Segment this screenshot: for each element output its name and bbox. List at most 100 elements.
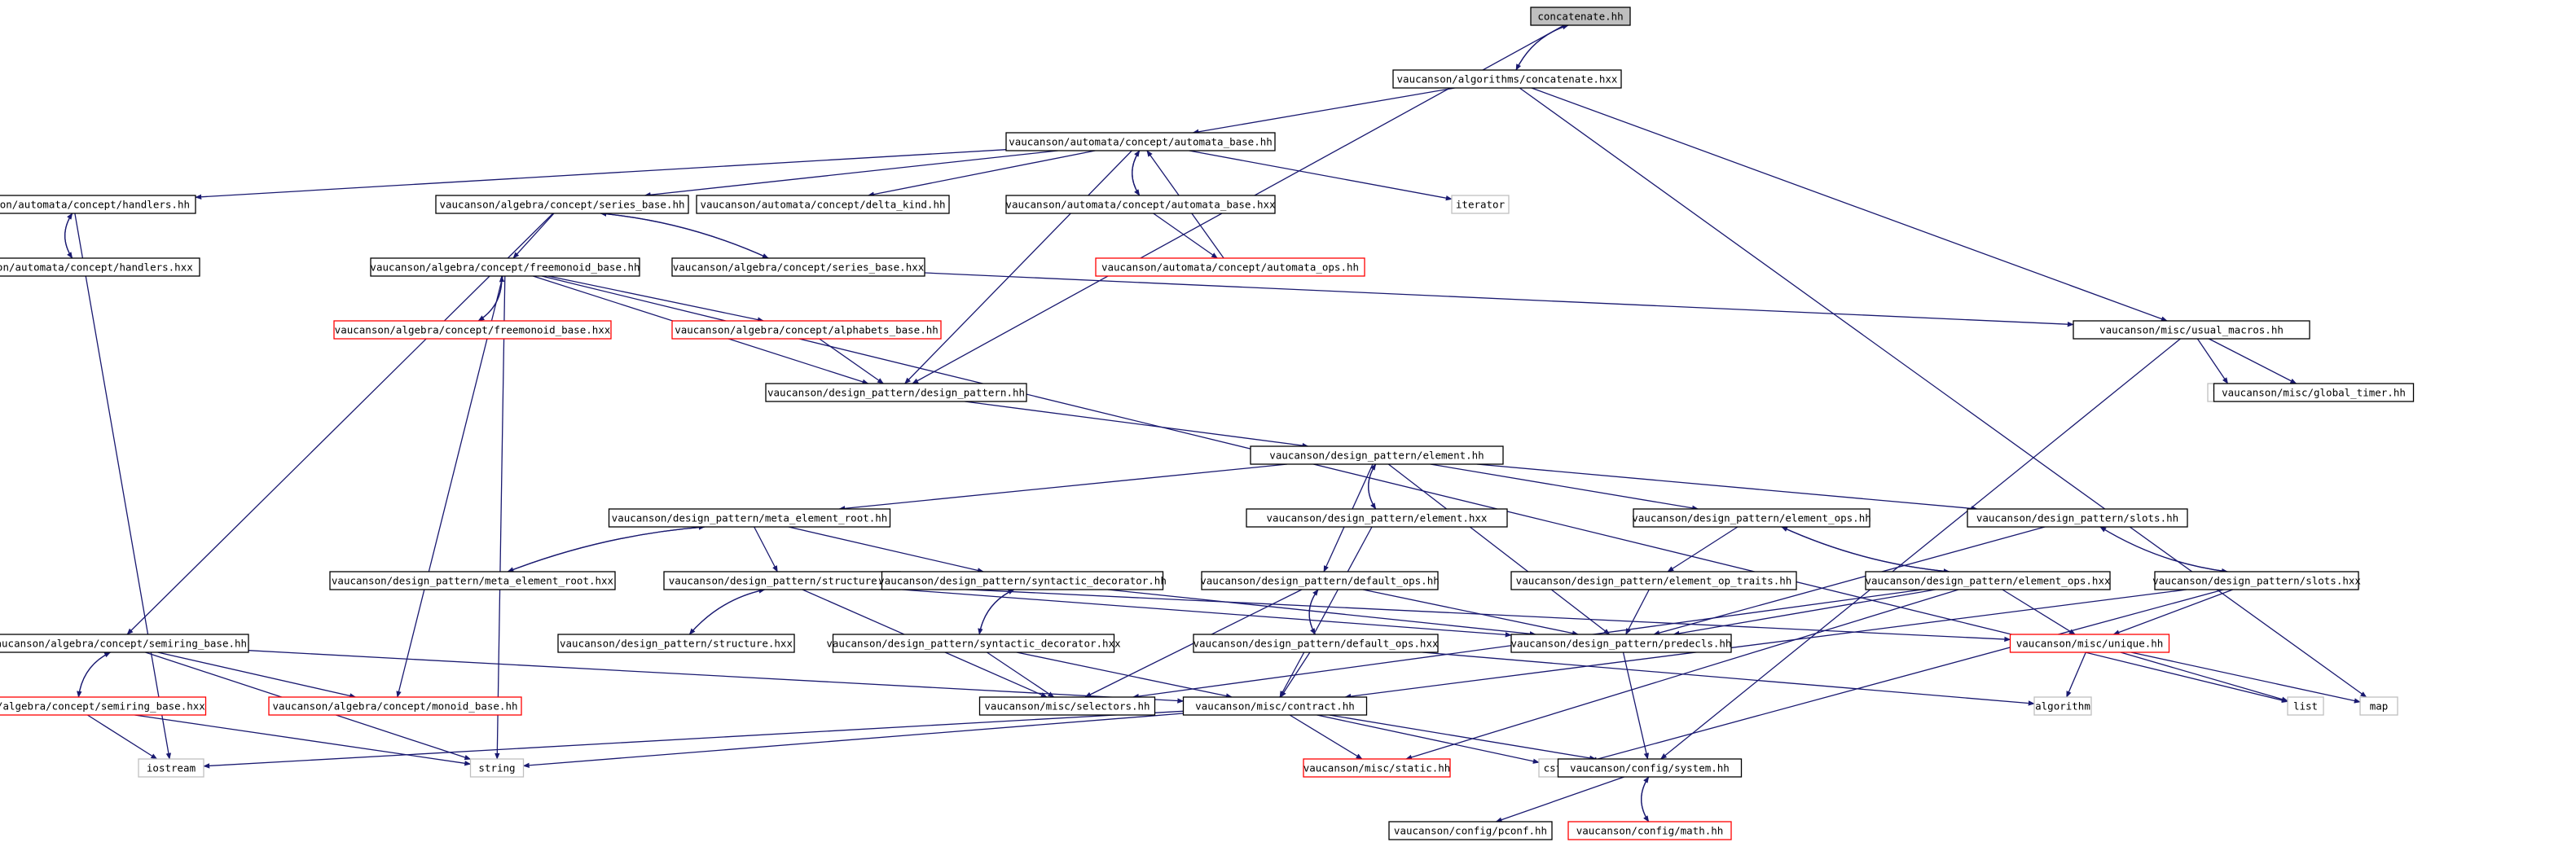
node-box[interactable]: [1510, 571, 1797, 590]
node-box[interactable]: [1567, 821, 1732, 840]
node-box[interactable]: [435, 195, 689, 214]
graph-node[interactable]: vaucanson/design_pattern/predecls.hh: [1510, 634, 1732, 653]
node-box[interactable]: [1303, 758, 1451, 778]
edge-n7-to-n2: [1132, 150, 1141, 196]
graph-node[interactable]: vaucanson/algebra/concept/series_base.hx…: [671, 257, 925, 277]
graph-node[interactable]: vaucanson/design_pattern/element_op_trai…: [1510, 571, 1797, 590]
node-label: vaucanson/design_pattern/slots.hh: [1976, 512, 2178, 524]
graph-node[interactable]: vaucanson/algebra/concept/alphabets_base…: [671, 320, 942, 340]
node-box[interactable]: [1005, 132, 1276, 151]
edge-n2-to-n6: [867, 150, 1096, 197]
edge-n28-to-n21: [1781, 526, 1950, 572]
node-box[interactable]: [1246, 508, 1508, 528]
node-box[interactable]: [832, 634, 1115, 653]
node-box[interactable]: [557, 634, 795, 653]
graph-node[interactable]: vaucanson/algorithms/concatenate.hxx: [1392, 69, 1622, 89]
graph-node[interactable]: iostream: [138, 758, 204, 778]
node-box[interactable]: [1182, 696, 1368, 716]
node-box[interactable]: [1095, 257, 1365, 277]
node-box[interactable]: [765, 383, 1027, 402]
node-box[interactable]: [1392, 69, 1622, 89]
graph-node[interactable]: vaucanson/design_pattern/structure.hxx: [557, 634, 795, 653]
graph-node[interactable]: vaucanson/config/pconf.hh: [1388, 821, 1553, 840]
graph-node[interactable]: vaucanson/design_pattern/element.hxx: [1246, 508, 1508, 528]
node-box[interactable]: [1967, 508, 2188, 528]
node-box[interactable]: [1530, 7, 1631, 26]
node-box[interactable]: [881, 571, 1164, 590]
graph-node[interactable]: concatenate.hh: [1530, 7, 1631, 26]
edge-n35-to-n41: [2120, 651, 2288, 702]
graph-node[interactable]: vaucanson/design_pattern/element.hh: [1250, 445, 1504, 465]
node-box[interactable]: [0, 195, 196, 214]
node-box[interactable]: [329, 571, 616, 590]
graph-node[interactable]: vaucanson/misc/contract.hh: [1182, 696, 1368, 716]
graph-node[interactable]: vaucanson/design_pattern/element_ops.hh: [1632, 508, 1871, 528]
node-box[interactable]: [1005, 195, 1276, 214]
node-box[interactable]: [978, 696, 1156, 716]
graph-node[interactable]: vaucanson/misc/global_timer.hh: [2213, 383, 2415, 402]
graph-node[interactable]: vaucanson/automata/concept/automata_base…: [1005, 195, 1276, 214]
graph-node[interactable]: vaucanson/design_pattern/slots.hxx: [2152, 571, 2361, 590]
node-box[interactable]: [2213, 383, 2415, 402]
node-box[interactable]: [2009, 634, 2170, 653]
graph-node[interactable]: vaucanson/config/system.hh: [1557, 758, 1743, 778]
node-box[interactable]: [696, 195, 950, 214]
graph-node[interactable]: vaucanson/misc/static.hh: [1303, 758, 1451, 778]
graph-node[interactable]: vaucanson/algebra/concept/semiring_base.…: [0, 634, 249, 653]
graph-node[interactable]: map: [2359, 696, 2398, 716]
graph-node[interactable]: vaucanson/design_pattern/syntactic_decor…: [826, 634, 1121, 653]
node-box[interactable]: [2287, 696, 2324, 716]
node-box[interactable]: [0, 257, 200, 277]
node-box[interactable]: [1865, 571, 2111, 590]
graph-node[interactable]: vaucanson/automata/concept/handlers.hh: [0, 195, 196, 214]
graph-node[interactable]: vaucanson/design_pattern/default_ops.hxx: [1193, 634, 1439, 653]
graph-node[interactable]: vaucanson/misc/unique.hh: [2009, 634, 2170, 653]
graph-node[interactable]: vaucanson/algebra/concept/semiring_base.…: [0, 696, 207, 716]
node-box[interactable]: [0, 634, 249, 653]
node-box[interactable]: [370, 257, 640, 277]
node-box[interactable]: [1633, 508, 1870, 528]
node-box[interactable]: [2073, 320, 2310, 340]
graph-node[interactable]: vaucanson/design_pattern/slots.hh: [1967, 508, 2188, 528]
node-box[interactable]: [1193, 634, 1439, 653]
graph-node[interactable]: vaucanson/misc/selectors.hh: [978, 696, 1156, 716]
node-box[interactable]: [671, 320, 942, 340]
node-box[interactable]: [138, 758, 204, 778]
graph-node[interactable]: vaucanson/automata/concept/handlers.hxx: [0, 257, 200, 277]
node-box[interactable]: [268, 696, 522, 716]
graph-node[interactable]: vaucanson/design_pattern/structure.hh: [663, 571, 901, 590]
graph-node[interactable]: vaucanson/design_pattern/meta_element_ro…: [608, 508, 891, 528]
graph-node[interactable]: vaucanson/algebra/concept/series_base.hh: [435, 195, 689, 214]
node-box[interactable]: [1557, 758, 1743, 778]
node-box[interactable]: [469, 758, 525, 778]
node-box[interactable]: [2033, 696, 2092, 716]
graph-node[interactable]: vaucanson/algebra/concept/freemonoid_bas…: [370, 257, 640, 277]
graph-node[interactable]: vaucanson/design_pattern/default_ops.hh: [1200, 571, 1440, 590]
graph-node[interactable]: vaucanson/automata/concept/delta_kind.hh: [696, 195, 950, 214]
node-box[interactable]: [2359, 696, 2398, 716]
node-box[interactable]: [671, 257, 925, 277]
graph-node[interactable]: vaucanson/algebra/concept/monoid_base.hh: [268, 696, 522, 716]
node-box[interactable]: [1510, 634, 1732, 653]
node-box[interactable]: [1201, 571, 1439, 590]
graph-node[interactable]: vaucanson/design_pattern/syntactic_decor…: [878, 571, 1167, 590]
graph-node[interactable]: vaucanson/design_pattern/element_ops.hxx: [1865, 571, 2111, 590]
node-box[interactable]: [0, 696, 207, 716]
graph-node[interactable]: vaucanson/algebra/concept/freemonoid_bas…: [333, 320, 612, 340]
node-box[interactable]: [2154, 571, 2359, 590]
graph-node[interactable]: algorithm: [2033, 696, 2092, 716]
graph-node[interactable]: vaucanson/design_pattern/meta_element_ro…: [329, 571, 616, 590]
node-box[interactable]: [1250, 445, 1504, 465]
graph-node[interactable]: list: [2287, 696, 2324, 716]
graph-node[interactable]: iterator: [1451, 195, 1510, 214]
node-box[interactable]: [608, 508, 891, 528]
graph-node[interactable]: vaucanson/misc/usual_macros.hh: [2073, 320, 2310, 340]
node-box[interactable]: [1388, 821, 1553, 840]
graph-node[interactable]: vaucanson/automata/concept/automata_ops.…: [1095, 257, 1365, 277]
graph-node[interactable]: vaucanson/automata/concept/automata_base…: [1005, 132, 1276, 151]
graph-node[interactable]: string: [469, 758, 525, 778]
graph-node[interactable]: vaucanson/design_pattern/design_pattern.…: [765, 383, 1027, 402]
graph-node[interactable]: vaucanson/config/math.hh: [1567, 821, 1732, 840]
node-box[interactable]: [1451, 195, 1510, 214]
node-box[interactable]: [333, 320, 612, 340]
